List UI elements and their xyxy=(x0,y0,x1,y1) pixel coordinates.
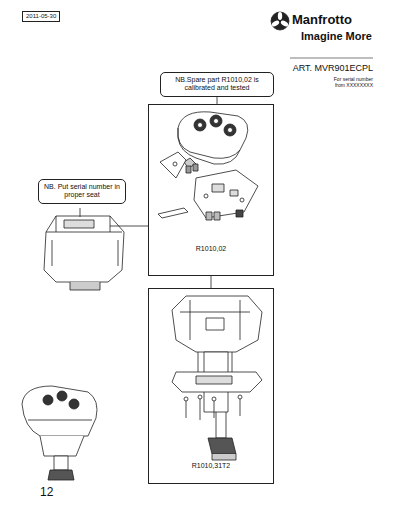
complete-unit xyxy=(22,386,97,480)
page-number: 12 xyxy=(40,485,53,499)
stem xyxy=(208,412,236,460)
connector-line xyxy=(217,97,218,104)
serial-note: from XXXXXXXX xyxy=(335,82,373,88)
trigger-part xyxy=(160,152,186,178)
brand-name: Manfrotto xyxy=(292,12,352,27)
circuit-board xyxy=(194,170,258,220)
note-text: NB.Spare part R1010,02 is calibrated and… xyxy=(166,76,268,93)
leader-line xyxy=(110,226,149,227)
header-rule xyxy=(290,58,373,59)
logo-symbol xyxy=(271,12,289,30)
part-frame: R1010,31T2 xyxy=(148,288,274,484)
date-box: 2011-05-30 xyxy=(22,11,60,22)
serial-plate xyxy=(158,208,188,218)
leader-line xyxy=(80,208,81,217)
clamp-body xyxy=(172,296,262,412)
screws xyxy=(184,395,242,420)
brand-slogan: Imagine More xyxy=(301,30,372,42)
springs xyxy=(186,164,198,173)
note-text: NB. Put serial number in proper seat xyxy=(44,183,120,200)
note-box: NB.Spare part R1010,02 is calibrated and… xyxy=(160,72,274,97)
housing-assembly xyxy=(44,216,124,290)
part-number: R1010,02 xyxy=(149,245,273,253)
note-text: 2011-05-30 xyxy=(26,13,56,20)
note-box: NB. Put serial number in proper seat xyxy=(38,179,126,204)
head-assembly xyxy=(178,112,248,168)
connector-line xyxy=(211,276,212,288)
part-number: R1010,31T2 xyxy=(149,462,273,470)
serial-note: For serial number xyxy=(334,76,373,82)
article-code: ART. MVR901ECPL xyxy=(293,63,373,73)
part-frame: R1010,02 xyxy=(148,104,274,276)
